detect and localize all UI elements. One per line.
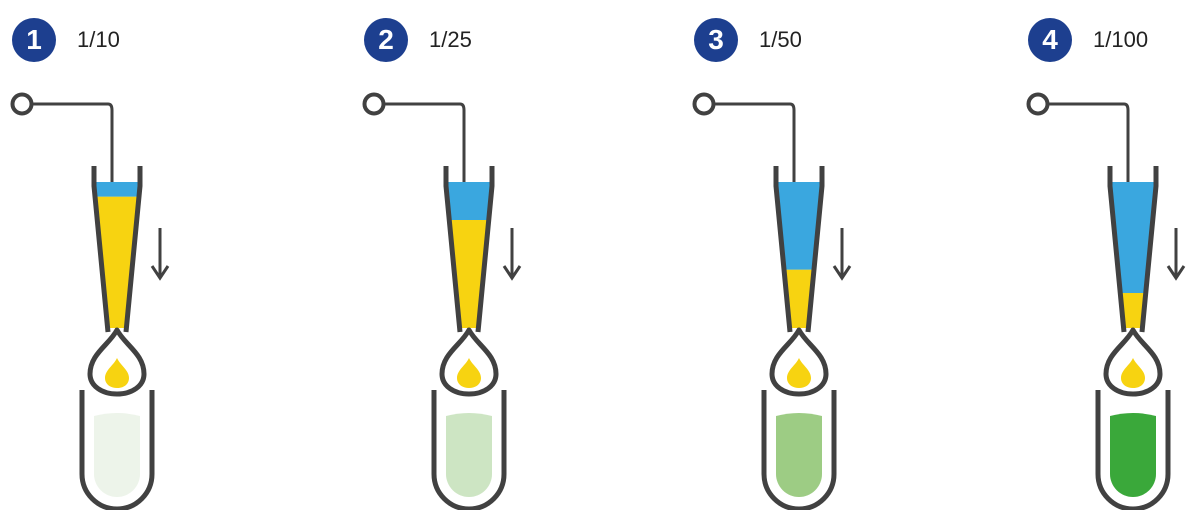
buffer-liquid bbox=[448, 182, 490, 220]
sample-drop bbox=[457, 358, 481, 388]
pipette-tip bbox=[773, 166, 825, 333]
tube-connector-icon bbox=[1026, 92, 1050, 116]
dilution-step-2: 2 1/25 bbox=[362, 0, 584, 510]
test-tube bbox=[1095, 390, 1171, 510]
sample-drop bbox=[105, 358, 129, 388]
step-header: 2 1/25 bbox=[364, 18, 472, 62]
pipette-illustration bbox=[692, 92, 852, 510]
tube-connector-icon bbox=[692, 92, 716, 116]
sample-drop bbox=[1121, 358, 1145, 388]
pipette-illustration bbox=[1026, 92, 1186, 510]
pipette-illustration bbox=[10, 92, 170, 510]
arrow-down-icon bbox=[150, 228, 170, 281]
sample-liquid bbox=[96, 196, 138, 328]
dilution-step-3: 3 1/50 bbox=[692, 0, 914, 510]
tube-solution bbox=[1110, 413, 1156, 497]
dilution-ratio-label: 1/50 bbox=[759, 27, 802, 52]
dilution-step-1: 1 1/10 bbox=[10, 0, 232, 510]
sample-drop bbox=[787, 358, 811, 388]
pipette-tube-line bbox=[362, 92, 466, 182]
pipette-tip bbox=[443, 166, 495, 333]
droplet bbox=[87, 327, 147, 397]
pipette-tube-line bbox=[692, 92, 796, 182]
tube-solution bbox=[94, 413, 140, 497]
pipette-tip bbox=[91, 166, 143, 333]
test-tube bbox=[761, 390, 837, 510]
pipette-tube-line bbox=[1026, 92, 1130, 182]
dilution-ratio-label: 1/25 bbox=[429, 27, 472, 52]
pipette-illustration bbox=[362, 92, 522, 510]
arrow-down-icon bbox=[1166, 228, 1186, 281]
step-number-badge: 2 bbox=[364, 18, 408, 62]
sample-liquid bbox=[1121, 292, 1145, 328]
tube-connector-icon bbox=[362, 92, 386, 116]
step-number-badge: 4 bbox=[1028, 18, 1072, 62]
droplet bbox=[769, 327, 829, 397]
step-header: 4 1/100 bbox=[1028, 18, 1148, 62]
test-tube bbox=[79, 390, 155, 510]
droplet bbox=[439, 327, 499, 397]
pipette-tip bbox=[1107, 166, 1159, 333]
step-header: 3 1/50 bbox=[694, 18, 802, 62]
arrow-down-icon bbox=[502, 228, 522, 281]
dilution-ratio-label: 1/10 bbox=[77, 27, 120, 52]
tube-solution bbox=[446, 413, 492, 497]
step-number-badge: 1 bbox=[12, 18, 56, 62]
sample-liquid bbox=[451, 219, 487, 328]
step-header: 1 1/10 bbox=[12, 18, 120, 62]
pipette-tube-line bbox=[10, 92, 114, 182]
sample-liquid bbox=[785, 269, 813, 328]
buffer-liquid bbox=[778, 182, 820, 270]
step-number-badge: 3 bbox=[694, 18, 738, 62]
arrow-down-icon bbox=[832, 228, 852, 281]
buffer-liquid bbox=[1112, 182, 1154, 293]
tube-solution bbox=[776, 413, 822, 497]
dilution-step-4: 4 1/100 bbox=[1026, 0, 1200, 510]
test-tube bbox=[431, 390, 507, 510]
buffer-liquid bbox=[96, 182, 138, 197]
dilution-ratio-label: 1/100 bbox=[1093, 27, 1149, 52]
droplet bbox=[1103, 327, 1163, 397]
tube-connector-icon bbox=[10, 92, 34, 116]
